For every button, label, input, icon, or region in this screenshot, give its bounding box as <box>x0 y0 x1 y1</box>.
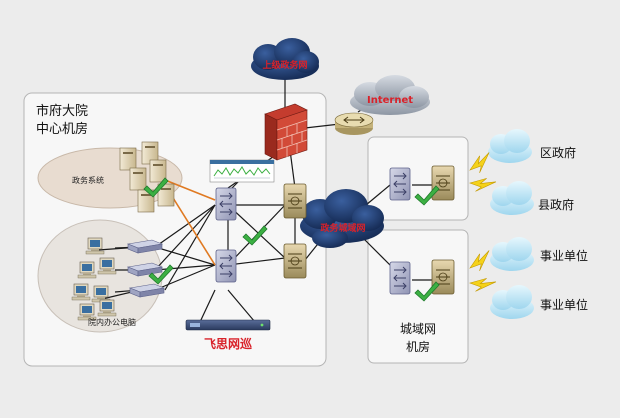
public-unit-2-cloud <box>490 285 534 319</box>
gov-system-label: 政务系统 <box>72 175 104 185</box>
metro-title-line2: 机房 <box>406 339 430 354</box>
metro-switch-icon <box>389 167 411 201</box>
monitor-screen-icon <box>209 159 275 183</box>
internet-router-icon <box>334 112 374 135</box>
district-gov-label: 区政府 <box>540 145 576 160</box>
server-cluster-icon <box>119 141 175 213</box>
public-unit-1-cloud <box>490 237 534 271</box>
gov-extranet-cloud: 政务城域网 <box>300 189 384 248</box>
metro-router-icon <box>431 165 455 201</box>
core-router-icon <box>283 243 307 279</box>
upper-network-cloud: 上级政务网 <box>251 38 319 80</box>
hq-title-line1: 市府大院 <box>36 103 88 119</box>
hq-title-line2: 中心机房 <box>36 121 88 137</box>
pc-icon <box>77 261 97 279</box>
core-switch-icon <box>215 187 237 221</box>
bolt-icon <box>467 273 497 298</box>
pc-icon <box>71 283 91 301</box>
public-unit-1-label: 事业单位 <box>540 248 588 263</box>
public-unit-2-label: 事业单位 <box>540 297 588 312</box>
pc-icon <box>85 237 105 255</box>
district-gov-cloud <box>488 129 532 163</box>
upper-network-label: 上级政务网 <box>262 59 307 71</box>
office-pcs-label: 院内办公电脑 <box>88 317 136 327</box>
brand-label: 飞思网巡 <box>204 336 252 351</box>
pc-icon <box>97 299 117 317</box>
core-switch-icon <box>215 249 237 283</box>
pc-icon <box>97 257 117 275</box>
gov-extranet-label: 政务城域网 <box>320 222 365 234</box>
internet-cloud: Internet <box>350 75 430 115</box>
metro-switch-icon <box>389 261 411 295</box>
firewall-icon <box>264 103 308 161</box>
flyspy-appliance-icon <box>185 319 271 331</box>
county-gov-label: 县政府 <box>538 197 574 212</box>
bolt-icon <box>467 173 497 198</box>
core-router-icon <box>283 183 307 219</box>
county-gov-cloud <box>490 181 534 215</box>
pc-icon <box>91 285 111 303</box>
metro-title-line1: 城域网 <box>400 322 436 336</box>
internet-label: Internet <box>367 95 413 106</box>
